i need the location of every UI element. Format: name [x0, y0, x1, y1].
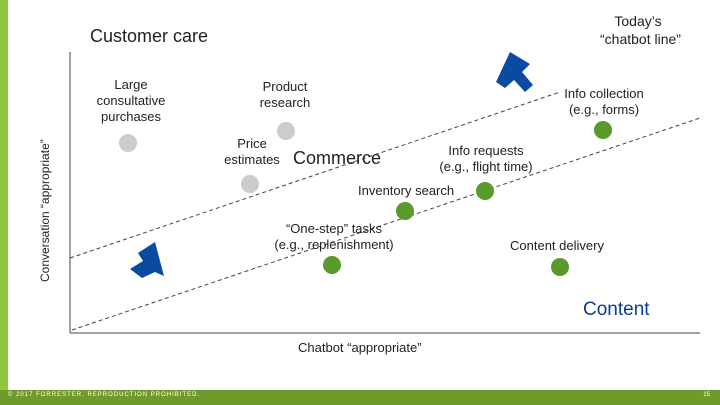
gray-dot — [241, 175, 259, 193]
up-arrow-icon — [496, 52, 533, 92]
price-estimates-label: Price estimates — [224, 136, 280, 167]
green-dot — [396, 202, 414, 220]
y-axis-label: Conversation “appropriate” — [38, 139, 52, 282]
footer-bar: © 2017 FORRESTER. REPRODUCTION PROHIBITE… — [0, 390, 720, 405]
large-consultative-purchases-label: Large consultative purchases — [96, 77, 166, 124]
info-collection-label: Info collection (e.g., forms) — [564, 86, 644, 117]
info-requests-label: Info requests (e.g., flight time) — [439, 143, 533, 174]
green-dot — [551, 258, 569, 276]
accent-bar — [0, 0, 8, 390]
gray-dot — [277, 122, 295, 140]
inventory-search-label: Inventory search — [358, 183, 455, 198]
one-step-tasks-label: “One-step” tasks (e.g., replenishment) — [274, 221, 394, 252]
customer-care-label: Customer care — [90, 26, 209, 46]
commerce-label: Commerce — [293, 148, 382, 168]
diagram-canvas — [69, 52, 701, 334]
gray-dot — [119, 134, 137, 152]
upper-dashed-line — [69, 91, 561, 259]
up-arrow-icon — [130, 242, 164, 278]
lower-dashed-line — [71, 117, 701, 331]
green-dot — [323, 256, 341, 274]
page-number: 15 — [703, 392, 710, 398]
green-dot — [476, 182, 494, 200]
green-dot — [594, 121, 612, 139]
x-axis-label: Chatbot “appropriate” — [298, 340, 422, 355]
todays-chatbot-line-label: Today’s “chatbot line” — [600, 13, 681, 47]
copyright-text: © 2017 FORRESTER. REPRODUCTION PROHIBITE… — [8, 392, 201, 398]
product-research-label: Product research — [259, 79, 311, 110]
content-delivery-label: Content delivery — [510, 238, 604, 253]
content-label: Content — [583, 299, 650, 320]
